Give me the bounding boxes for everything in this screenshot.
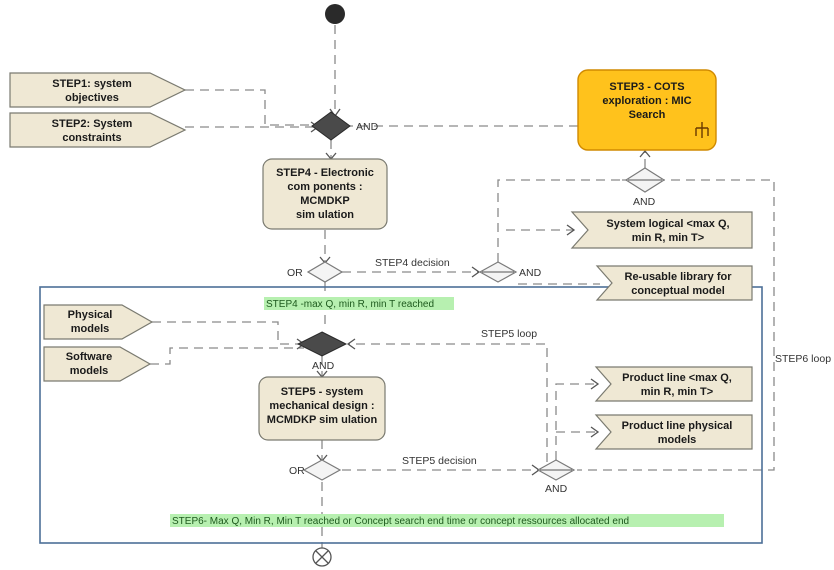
product-line-line2: min R, min T> [641,386,713,398]
product-line-physical-line2: models [658,434,697,446]
reusable-line2: conceptual model [631,285,725,297]
step4-decision-label: STEP4 decision [375,257,450,269]
software-models-signal[interactable]: Software models [43,346,152,382]
product-line-physical-line1: Product line physical [622,420,733,432]
join-diamond-step5[interactable] [296,331,348,357]
arrowhead [471,266,481,278]
step5-fork-and-label: AND [545,483,568,495]
step2-signal[interactable]: STEP2: System constraints [9,112,187,148]
physical-line1: Physical [68,309,113,321]
product-line-line1: Product line <max Q, [622,372,732,384]
arrowhead [639,149,651,158]
step3-line2: exploration : MIC [602,95,691,107]
step4-line4: sim ulation [296,209,354,221]
flow-step1-to-join [185,89,318,126]
product-line-signal[interactable]: Product line <max Q, min R, min T> [594,366,753,402]
arrowhead [590,378,600,390]
step1-line1: STEP1: system [52,78,132,90]
step1-line2: objectives [65,92,119,104]
flow-to-product-line [555,383,598,460]
step2-line1: STEP2: System [52,118,133,130]
step5-action[interactable]: STEP5 - system mechanical design : MCMDK… [258,376,386,441]
call-behavior-icon [695,122,709,138]
step3-line1: STEP3 - COTS [609,81,684,93]
step3-line3: Search [629,109,666,121]
step5-decision-diamond[interactable] [302,459,342,481]
step6-reached-highlight [170,514,724,527]
join-top-and-label: AND [356,121,379,133]
arrowhead [566,224,576,236]
flow-physical-to-join [152,321,304,345]
flow-software-to-join [150,347,304,365]
join-step5-and-label: AND [312,360,335,372]
step5-line2: mechanical design : [269,400,374,412]
reusable-line1: Re-usable library for [625,271,733,283]
step4-line2: com ponents : [287,181,362,193]
iteration-frame [39,286,763,544]
reusable-library-signal[interactable]: Re-usable library for conceptual model [595,265,753,301]
software-line2: models [70,365,109,377]
arrowhead [590,426,600,438]
arrowhead [346,338,356,350]
initial-node[interactable] [325,4,345,24]
step4-or-label: OR [287,267,303,279]
step4-line3: MCMDKP [300,195,350,207]
step4-reached-highlight [264,297,454,310]
step5-loop-label: STEP5 loop [481,328,537,340]
product-line-physical-signal[interactable]: Product line physical models [594,414,753,450]
system-logical-line1: System logical <max Q, [606,218,729,230]
step5-line1: STEP5 - system [281,386,364,398]
flow-step6-loop [497,179,775,471]
step2-line2: constraints [62,132,121,144]
join-diamond-top[interactable] [311,111,351,141]
physical-models-signal[interactable]: Physical models [43,304,154,340]
flow-final-node[interactable] [312,547,332,567]
step4-action[interactable]: STEP4 - Electronic com ponents : MCMDKP … [262,158,388,230]
system-logical-line2: min R, min T> [632,232,704,244]
step1-signal[interactable]: STEP1: system objectives [9,72,187,108]
system-logical-signal[interactable]: System logical <max Q, min R, min T> [570,211,753,249]
step4-decision-diamond[interactable] [306,261,344,283]
step5-line3: MCMDKP sim ulation [267,414,378,426]
step3-join-and-label: AND [633,196,656,208]
step5-decision-label: STEP5 decision [402,455,477,467]
step4-reached-text: STEP4 -max Q, min R, min T reached [266,299,434,310]
software-line1: Software [66,351,112,363]
step4-fork-and-label: AND [519,267,542,279]
physical-line2: models [71,323,110,335]
step6-loop-label: STEP6 loop [775,353,831,365]
step3-action[interactable]: STEP3 - COTS exploration : MIC Search [577,69,717,151]
step5-or-label: OR [289,465,305,477]
step6-reached-text: STEP6- Max Q, Min R, Min T reached or Co… [172,516,629,527]
step4-line1: STEP4 - Electronic [276,167,374,179]
